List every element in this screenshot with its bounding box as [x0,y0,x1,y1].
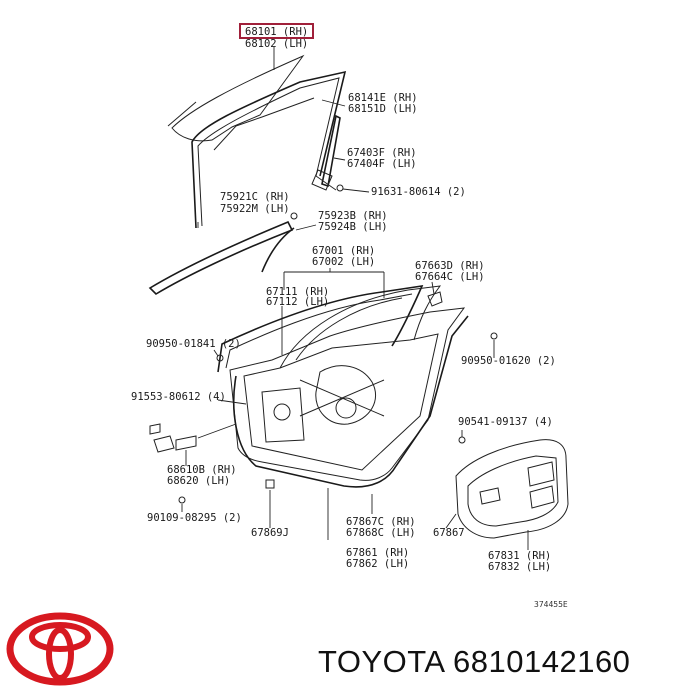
bolt-icon [490,332,498,340]
cover-cutout-drawing [479,487,501,505]
leader-line [295,224,317,231]
toyota-logo-icon [6,612,114,686]
door-seal-drawing [233,315,469,488]
clip-icon [290,212,298,220]
part-label: 67832 (LH) [488,561,551,573]
panel-window-frame [279,285,442,369]
part-label: 68151D (LH) [348,103,418,115]
leader-line [315,175,337,191]
part-label: 68620 (LH) [167,475,230,487]
cover-cutout-drawing [527,461,555,487]
footer-part-title: TOYOTA 6810142160 [318,640,693,684]
cover-cutout-drawing [529,485,555,509]
diagram-ref-code: 374455E [534,600,568,609]
part-label: 90109-08295 (2) [147,512,242,524]
glass-edge-line [167,101,197,127]
part-label: 75923B (RH) [318,210,388,222]
channel-inner-line [197,77,340,227]
part-label: 91631-80614 (2) [371,186,466,198]
part-label: 67868C (LH) [346,527,416,539]
regulator-arms [299,379,385,417]
part-label: 67831 (RH) [488,550,551,562]
part-label: 68102 (LH) [245,38,308,50]
part-label: 67664C (LH) [415,271,485,283]
belt-moulding-outer-drawing [148,220,294,296]
leader-line [431,281,435,295]
part-label: 75921C (RH) [220,191,290,203]
highlight-box [239,23,314,39]
part-label: 90950-01841 (2) [146,338,241,350]
door-weatherstrip-drawing [217,284,424,373]
panel-window-frame-inner [295,297,403,361]
brand-name: TOYOTA [318,644,444,679]
regulator-drawing [315,365,377,425]
leader-line [197,423,237,439]
part-label: 67867C (RH) [346,516,416,528]
leader-line [342,188,370,193]
weatherstrip-inner-line [225,293,413,369]
leader-line [217,399,247,405]
bolt-icon [216,354,224,362]
part-label: 68141E (RH) [348,92,418,104]
bolt-icon [178,496,186,504]
label-bracket [283,268,385,298]
screw-icon [336,184,344,192]
door-panel-drawing [229,307,466,481]
leader-line [213,349,219,357]
regulator-motor-icon [335,397,357,419]
hole-plug-icon [265,479,275,489]
part-label: 67861 (RH) [346,547,409,559]
part-label: 67001 (RH) [312,245,375,257]
service-cover-inner [467,455,559,527]
part-label: 67867 [433,527,465,539]
part-number: 6810142160 [453,644,631,679]
lock-mechanism-drawing [261,387,305,443]
part-label: 67862 (LH) [346,558,409,570]
leader-line [333,157,346,161]
part-label: 68610B (RH) [167,464,237,476]
part-label-highlighted: 68101 (RH) [245,26,308,38]
part-label: 67111 (RH) [266,286,329,298]
part-label: 90950-01620 (2) [461,355,556,367]
part-label: 67002 (LH) [312,256,375,268]
leader-line [445,513,457,529]
part-label: 67403F (RH) [347,147,417,159]
division-bar-foot [311,169,333,191]
service-cover-drawing [455,439,569,539]
lock-cylinder-icon [273,403,291,421]
channel-corner-line [213,97,315,151]
hinge-bolt-icon [149,423,161,435]
hinge-upper-drawing [153,435,175,453]
belt-moulding-inner-drawing [261,227,295,273]
part-label: 75924B (LH) [318,221,388,233]
glass-run-channel-drawing [191,70,347,229]
clip-icon [458,436,466,444]
part-label: 90541-09137 (4) [458,416,553,428]
clip-icon [427,291,443,307]
part-label: 67404F (LH) [347,158,417,170]
leader-line [321,99,346,107]
part-label: 75922M (LH) [220,203,290,215]
hinge-plate-drawing [175,435,197,451]
part-label: 91553-80612 (4) [131,391,226,403]
door-inner-panel-outline [243,333,439,471]
door-glass-drawing [171,54,305,142]
part-label: 67112 (LH) [266,296,329,308]
part-label: 67663D (RH) [415,260,485,272]
part-label: 67869J [251,527,289,539]
